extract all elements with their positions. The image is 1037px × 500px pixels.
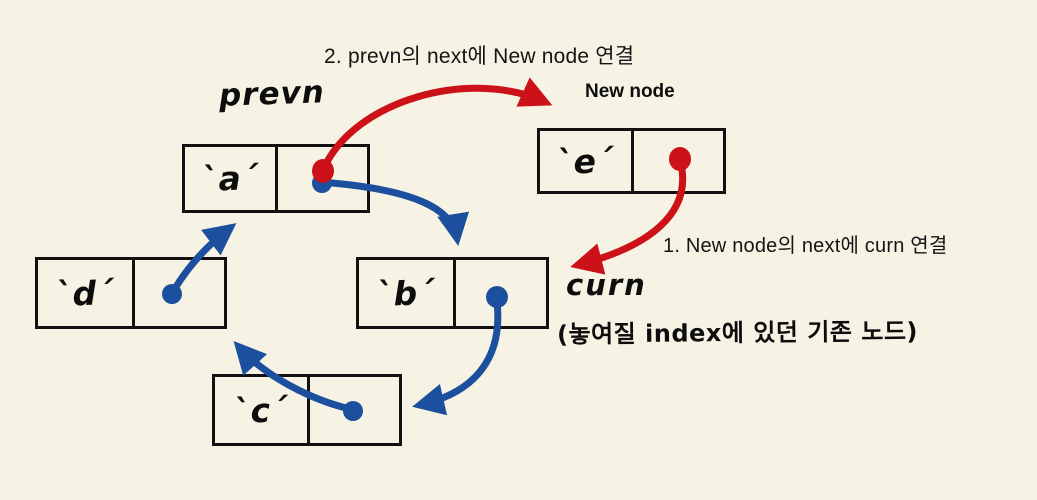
node-e-next-cell [634,131,723,191]
curn-label: curn [566,268,647,302]
node-d: `d´ [35,257,227,329]
node-c-next-cell [310,377,399,443]
prevn-label: prevn [218,74,326,114]
node-a: `a´ [182,144,370,213]
node-c-data-cell: `c´ [215,377,310,443]
node-a-data-cell: `a´ [185,147,279,210]
node-d-value: `d´ [54,272,116,314]
node-b-next-cell [456,260,546,326]
step1-caption: 1. New node의 next에 curn 연결 [663,235,948,257]
node-c: `c´ [212,374,402,446]
node-a-next-cell [278,147,367,210]
node-d-next-cell [135,260,224,326]
curn-note: (놓여질 index에 있던 기존 노드) [556,317,919,349]
node-b-value: `b´ [375,272,437,314]
node-e-data-cell: `e´ [540,131,634,191]
step2-caption: 2. prevn의 next에 New node 연결 [324,45,635,68]
node-b-curn: `b´ [356,257,549,329]
node-a-value: `a´ [200,157,261,200]
new-node-label: New node [585,81,675,102]
node-c-value: `c´ [232,389,290,431]
node-e-value: `e´ [555,140,616,182]
node-b-data-cell: `b´ [359,260,456,326]
node-d-data-cell: `d´ [38,260,135,326]
node-e-new-node: `e´ [537,128,726,194]
